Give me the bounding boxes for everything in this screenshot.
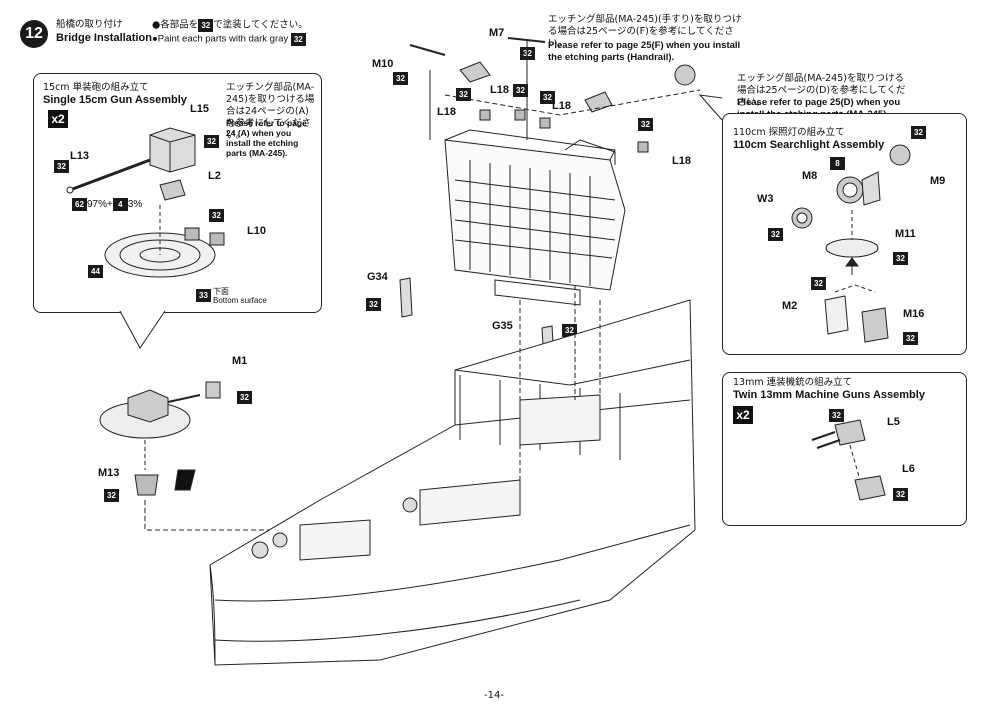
- machine-gun-drawing: [811, 419, 886, 501]
- paint-instruction-en: ●Paint each parts with dark gray 32: [152, 33, 306, 46]
- searchlight-box-title-en: 110cm Searchlight Assembly: [733, 139, 885, 151]
- mg-qty-badge: x2: [733, 406, 753, 424]
- paint-code-badge: 32: [829, 409, 844, 422]
- mounted-gun-drawing: [99, 381, 301, 555]
- paint-code-badge: 32: [513, 84, 528, 97]
- paint-code-badge: 32: [198, 19, 214, 32]
- paint-code-badge: 32: [456, 88, 471, 101]
- paint-code-badge: 33: [196, 289, 211, 302]
- part-label-L18: L18: [552, 100, 571, 112]
- page-number: -14-: [484, 690, 504, 701]
- part-label-M11: M11: [895, 228, 916, 240]
- gun-turret-drawing: [66, 127, 225, 278]
- part-label-M10: M10: [372, 58, 394, 70]
- part-label-M9: M9: [930, 175, 946, 187]
- bridge-structure-drawing: [399, 37, 701, 363]
- step-title-jp: 船橋の取り付け: [56, 19, 123, 30]
- etching-searchlight-note-jp: エッチング部品(MA-245)を取りつける場合は25ページの(D)を参考にしてく…: [737, 73, 906, 108]
- step-number-badge: 12: [20, 20, 48, 48]
- paint-code-badge: 32: [540, 91, 555, 104]
- paint-code-badge: 32: [562, 324, 577, 337]
- paint-code-badge: 32: [768, 228, 783, 241]
- gun-box-title-en: Single 15cm Gun Assembly: [43, 94, 187, 106]
- paint-code-badge: 32: [893, 252, 908, 265]
- paint-code-badge: 32: [54, 160, 69, 173]
- part-label-G35: G35: [492, 320, 513, 332]
- part-label-L10: L10: [247, 225, 266, 237]
- paint-code-badge: 32: [903, 332, 918, 345]
- searchlight-box-title-jp: 110cm 探照灯の組み立て: [733, 127, 845, 138]
- paint-code-badge: 32: [237, 391, 252, 404]
- paint-code-badge: 44: [88, 265, 103, 278]
- paint-code-badge: 4: [112, 198, 128, 211]
- etching-handrail-note-en: Please refer to page 25(F) when you inst…: [548, 40, 741, 63]
- paint-code-badge: 32: [209, 209, 224, 222]
- part-label-L18: L18: [672, 155, 691, 167]
- part-label-L18: L18: [490, 84, 509, 96]
- paint-code-badge: 8: [830, 157, 845, 170]
- part-label-M8: M8: [802, 170, 818, 182]
- part-label-L18: L18: [437, 106, 456, 118]
- gun-box-title-jp: 15cm 単装砲の組み立て: [43, 82, 149, 93]
- part-label-M2: M2: [782, 300, 798, 312]
- gun-etch-note-en: Please refer to page 24 (A) when you ins…: [226, 118, 307, 158]
- paint-code-badge: 32: [290, 33, 306, 46]
- part-label-M7: M7: [489, 27, 505, 39]
- ship-hull-drawing: [209, 285, 696, 666]
- paint-code-badge: 32: [393, 72, 408, 85]
- gun-qty-badge: x2: [48, 110, 68, 128]
- paint-code-badge: 32: [893, 488, 908, 501]
- part-label-W3: W3: [757, 193, 774, 205]
- paint-code-badge: 32: [638, 118, 653, 131]
- etching-handrail-note-jp: エッチング部品(MA-245)(手すり)を取りつける場合は25ページの(F)を参…: [548, 14, 742, 49]
- paint-code-badge: 62: [72, 198, 87, 211]
- part-label-L15: L15: [190, 103, 209, 115]
- paint-code-badge: 32: [366, 298, 381, 311]
- part-label-M16: M16: [903, 308, 925, 320]
- searchlight-drawing: [791, 144, 911, 343]
- part-label-M13: M13: [98, 467, 120, 479]
- part-label-M1: M1: [232, 355, 248, 367]
- part-label-L6: L6: [902, 463, 915, 475]
- paint-code-badge: 32: [204, 135, 219, 148]
- paint-code-badge: 32: [104, 489, 119, 502]
- part-label-L2: L2: [208, 170, 221, 182]
- machine-gun-assembly-box: [722, 372, 967, 526]
- paint-code-badge: 32: [811, 277, 826, 290]
- step-title-en: Bridge Installation: [56, 32, 152, 44]
- part-label-L5: L5: [887, 416, 900, 428]
- part-label-L13: L13: [70, 150, 89, 162]
- part-label-G34: G34: [367, 271, 388, 283]
- mg-box-title-jp: 13mm 連装機銃の組み立て: [733, 377, 853, 388]
- mg-box-title-en: Twin 13mm Machine Guns Assembly: [733, 389, 925, 401]
- paint-code-badge: 32: [911, 126, 926, 139]
- gun-etch-note-jp: エッチング部品(MA-245)を取りつける場合は24ページの(A)を参考にしてく…: [226, 82, 315, 141]
